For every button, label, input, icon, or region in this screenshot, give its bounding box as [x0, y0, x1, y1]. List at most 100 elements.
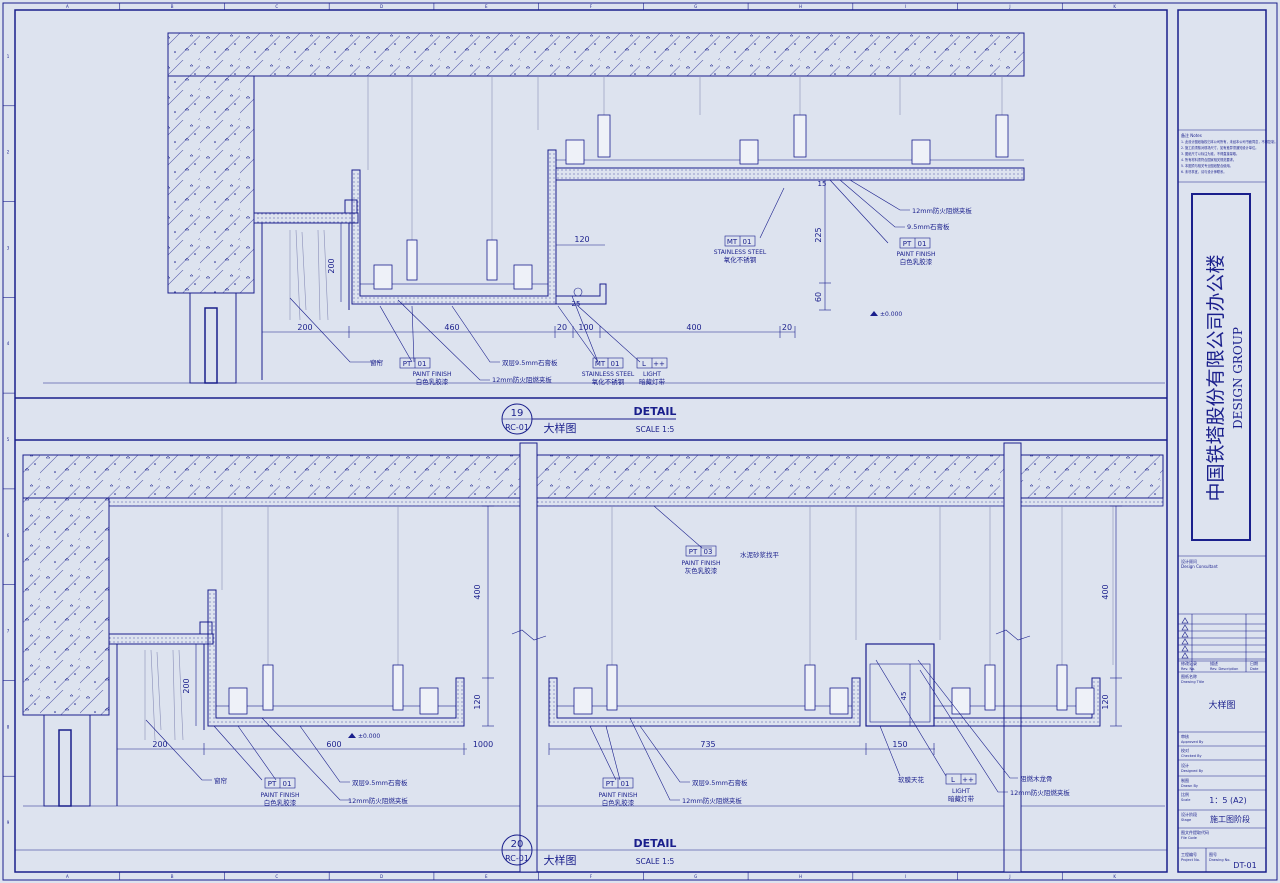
note-item: 4. 所有材料须符合国家相关规范要求。 — [1181, 157, 1236, 162]
svg-text:校对: 校对 — [1181, 747, 1189, 753]
dim-120-right: 120 — [1101, 694, 1110, 709]
svg-text:03: 03 — [704, 548, 713, 556]
dim-120-left: 120 — [473, 694, 482, 709]
grid-col-label: G — [694, 4, 697, 9]
dim-400: 400 — [686, 323, 701, 332]
note-item: 5. 本图须与相关专业图纸配合使用。 — [1181, 163, 1233, 168]
revision-triangle-icon — [1181, 652, 1189, 659]
grid-row-label: 8 — [7, 724, 10, 729]
svg-text:PT: PT — [268, 780, 277, 788]
dim-200-vertical: 200 — [182, 678, 191, 693]
tag-mt01-b: MT 01 STAINLESS STEEL 氧化不锈钢 — [714, 235, 767, 264]
grid-col-label: A — [66, 874, 69, 879]
svg-text:Scale: Scale — [1181, 798, 1190, 802]
grid-row-label: 2 — [7, 150, 10, 155]
svg-text:白色乳胶漆: 白色乳胶漆 — [602, 798, 635, 807]
dim-400-left: 400 — [473, 584, 482, 599]
dim-150: 150 — [892, 740, 907, 749]
revision-triangle-icon — [1181, 631, 1189, 638]
company-name: 中国铁塔股份有限公司办公楼 — [1205, 254, 1227, 501]
svg-text:MT: MT — [727, 238, 738, 246]
svg-text:白色乳胶漆: 白色乳胶漆 — [416, 377, 449, 386]
concrete-wall — [167, 75, 255, 294]
svg-text:图纸名称: 图纸名称 — [1181, 673, 1197, 679]
svg-text:MT: MT — [595, 360, 606, 368]
svg-text:RC-01: RC-01 — [505, 423, 529, 432]
grid-col-label: A — [66, 4, 69, 9]
grid-col-label: E — [485, 874, 488, 879]
note-curtain: 窗帘 — [214, 776, 228, 785]
grid-col-label: D — [380, 874, 383, 879]
svg-text:白色乳胶漆: 白色乳胶漆 — [900, 257, 933, 266]
svg-text:图号: 图号 — [1209, 851, 1217, 857]
grid-col-label: H — [799, 4, 802, 9]
note-item: 1. 此设计图纸版权归本公司所有，未经本公司书面同意，不得复制。 — [1181, 139, 1278, 144]
detail-19-title: 19 RC-01 DETAIL 大样图 SCALE 1:5 — [501, 403, 676, 435]
grid-col-label: J — [1008, 874, 1010, 879]
svg-text:Rev. No.: Rev. No. — [1181, 667, 1195, 671]
note-item: 6. 未尽事宜，请与设计师联系。 — [1181, 169, 1227, 174]
tag-pt01-a: PT 01 PAINT FINISH 白色乳胶漆 — [399, 357, 451, 386]
svg-text:++: ++ — [653, 360, 665, 368]
dim-100: 100 — [578, 323, 593, 332]
grid-col-label: B — [171, 4, 174, 9]
svg-text:Date: Date — [1250, 667, 1258, 671]
note-plywood: 12mm防火阻燃夹板 — [348, 796, 408, 805]
dim-45: 45 — [900, 692, 908, 701]
note-soft-film: 软膜天花 — [898, 775, 925, 784]
grid-row-label: 7 — [7, 629, 10, 634]
svg-text:01: 01 — [743, 238, 752, 246]
dim-120: 120 — [574, 235, 589, 244]
dim-25: 25 — [572, 300, 581, 308]
grid-col-label: F — [590, 874, 593, 879]
svg-text:STAINLESS STEEL: STAINLESS STEEL — [714, 249, 767, 256]
revision-triangle-icon — [1181, 624, 1189, 631]
grid-row-label: 6 — [7, 533, 10, 538]
svg-text:Rev. Description: Rev. Description — [1210, 667, 1238, 671]
grid-col-label: C — [275, 4, 278, 9]
tag-pt01-b: PT 01 PAINT FINISH 白色乳胶漆 — [599, 777, 637, 807]
svg-text:备注 Notes: 备注 Notes — [1181, 132, 1202, 138]
detail-19: 200 200 460 20 100 400 20 120 225 60 25 … — [43, 32, 1165, 386]
svg-text:日期: 日期 — [1250, 660, 1258, 666]
grid-row-label: 9 — [7, 820, 10, 825]
svg-text:审核: 审核 — [1181, 733, 1189, 739]
grid-col-label: I — [905, 4, 906, 9]
grid-col-label: K — [1113, 4, 1116, 9]
detail-20-title: 20 RC-01 DETAIL 大样图 SCALE 1:5 — [501, 834, 677, 867]
svg-text:Stage: Stage — [1181, 818, 1191, 822]
grid-col-label: C — [275, 874, 278, 879]
dim-225: 225 — [814, 227, 823, 242]
svg-text:PT: PT — [403, 360, 412, 368]
svg-text:PAINT FINISH: PAINT FINISH — [897, 251, 936, 258]
note-cement: 水泥砂浆找平 — [740, 550, 780, 559]
svg-text:PAINT FINISH: PAINT FINISH — [682, 560, 721, 567]
detail-20: 400 120 200 200 600 1000 735 150 400 120… — [22, 442, 1165, 873]
grid-row-label: 3 — [7, 245, 10, 250]
company-subtitle: DESIGN GROUP — [1231, 327, 1245, 429]
tag-light: L ++ LIGHT 暗藏灯带 — [945, 773, 977, 803]
dim-400-right: 400 — [1101, 584, 1110, 599]
grid-col-label: B — [171, 874, 174, 879]
note-item: 2. 施工前须核对现场尺寸，如有差异须通知设计单位。 — [1181, 145, 1258, 150]
title-block: 备注 Notes 1. 此设计图纸版权归本公司所有，未经本公司书面同意，不得复制… — [1177, 9, 1278, 873]
dim-735: 735 — [700, 740, 715, 749]
note-gypsum-2: 双层9.5mm石膏板 — [692, 778, 748, 787]
svg-text:Design Consultant: Design Consultant — [1181, 564, 1218, 569]
svg-text:Checked By: Checked By — [1181, 754, 1202, 758]
svg-text:SCALE 1:5: SCALE 1:5 — [636, 425, 675, 434]
drawing-number: DT-01 — [1233, 861, 1256, 870]
tag-pt03: PT 03 PAINT FINISH 灰色乳胶漆 — [682, 545, 721, 575]
svg-text:图文件提取代码: 图文件提取代码 — [1181, 829, 1209, 835]
svg-text:SCALE 1:5: SCALE 1:5 — [636, 857, 675, 866]
svg-text:DETAIL: DETAIL — [634, 837, 677, 850]
svg-text:灰色乳胶漆: 灰色乳胶漆 — [685, 566, 718, 575]
dim-20b: 20 — [782, 323, 792, 332]
grid-row-label: 5 — [7, 437, 10, 442]
svg-text:大样图: 大样图 — [544, 853, 577, 867]
svg-text:STAINLESS STEEL: STAINLESS STEEL — [582, 371, 635, 378]
tag-pt01-b: PT 01 PAINT FINISH 白色乳胶漆 — [897, 237, 936, 266]
dim-20a: 20 — [557, 323, 567, 332]
